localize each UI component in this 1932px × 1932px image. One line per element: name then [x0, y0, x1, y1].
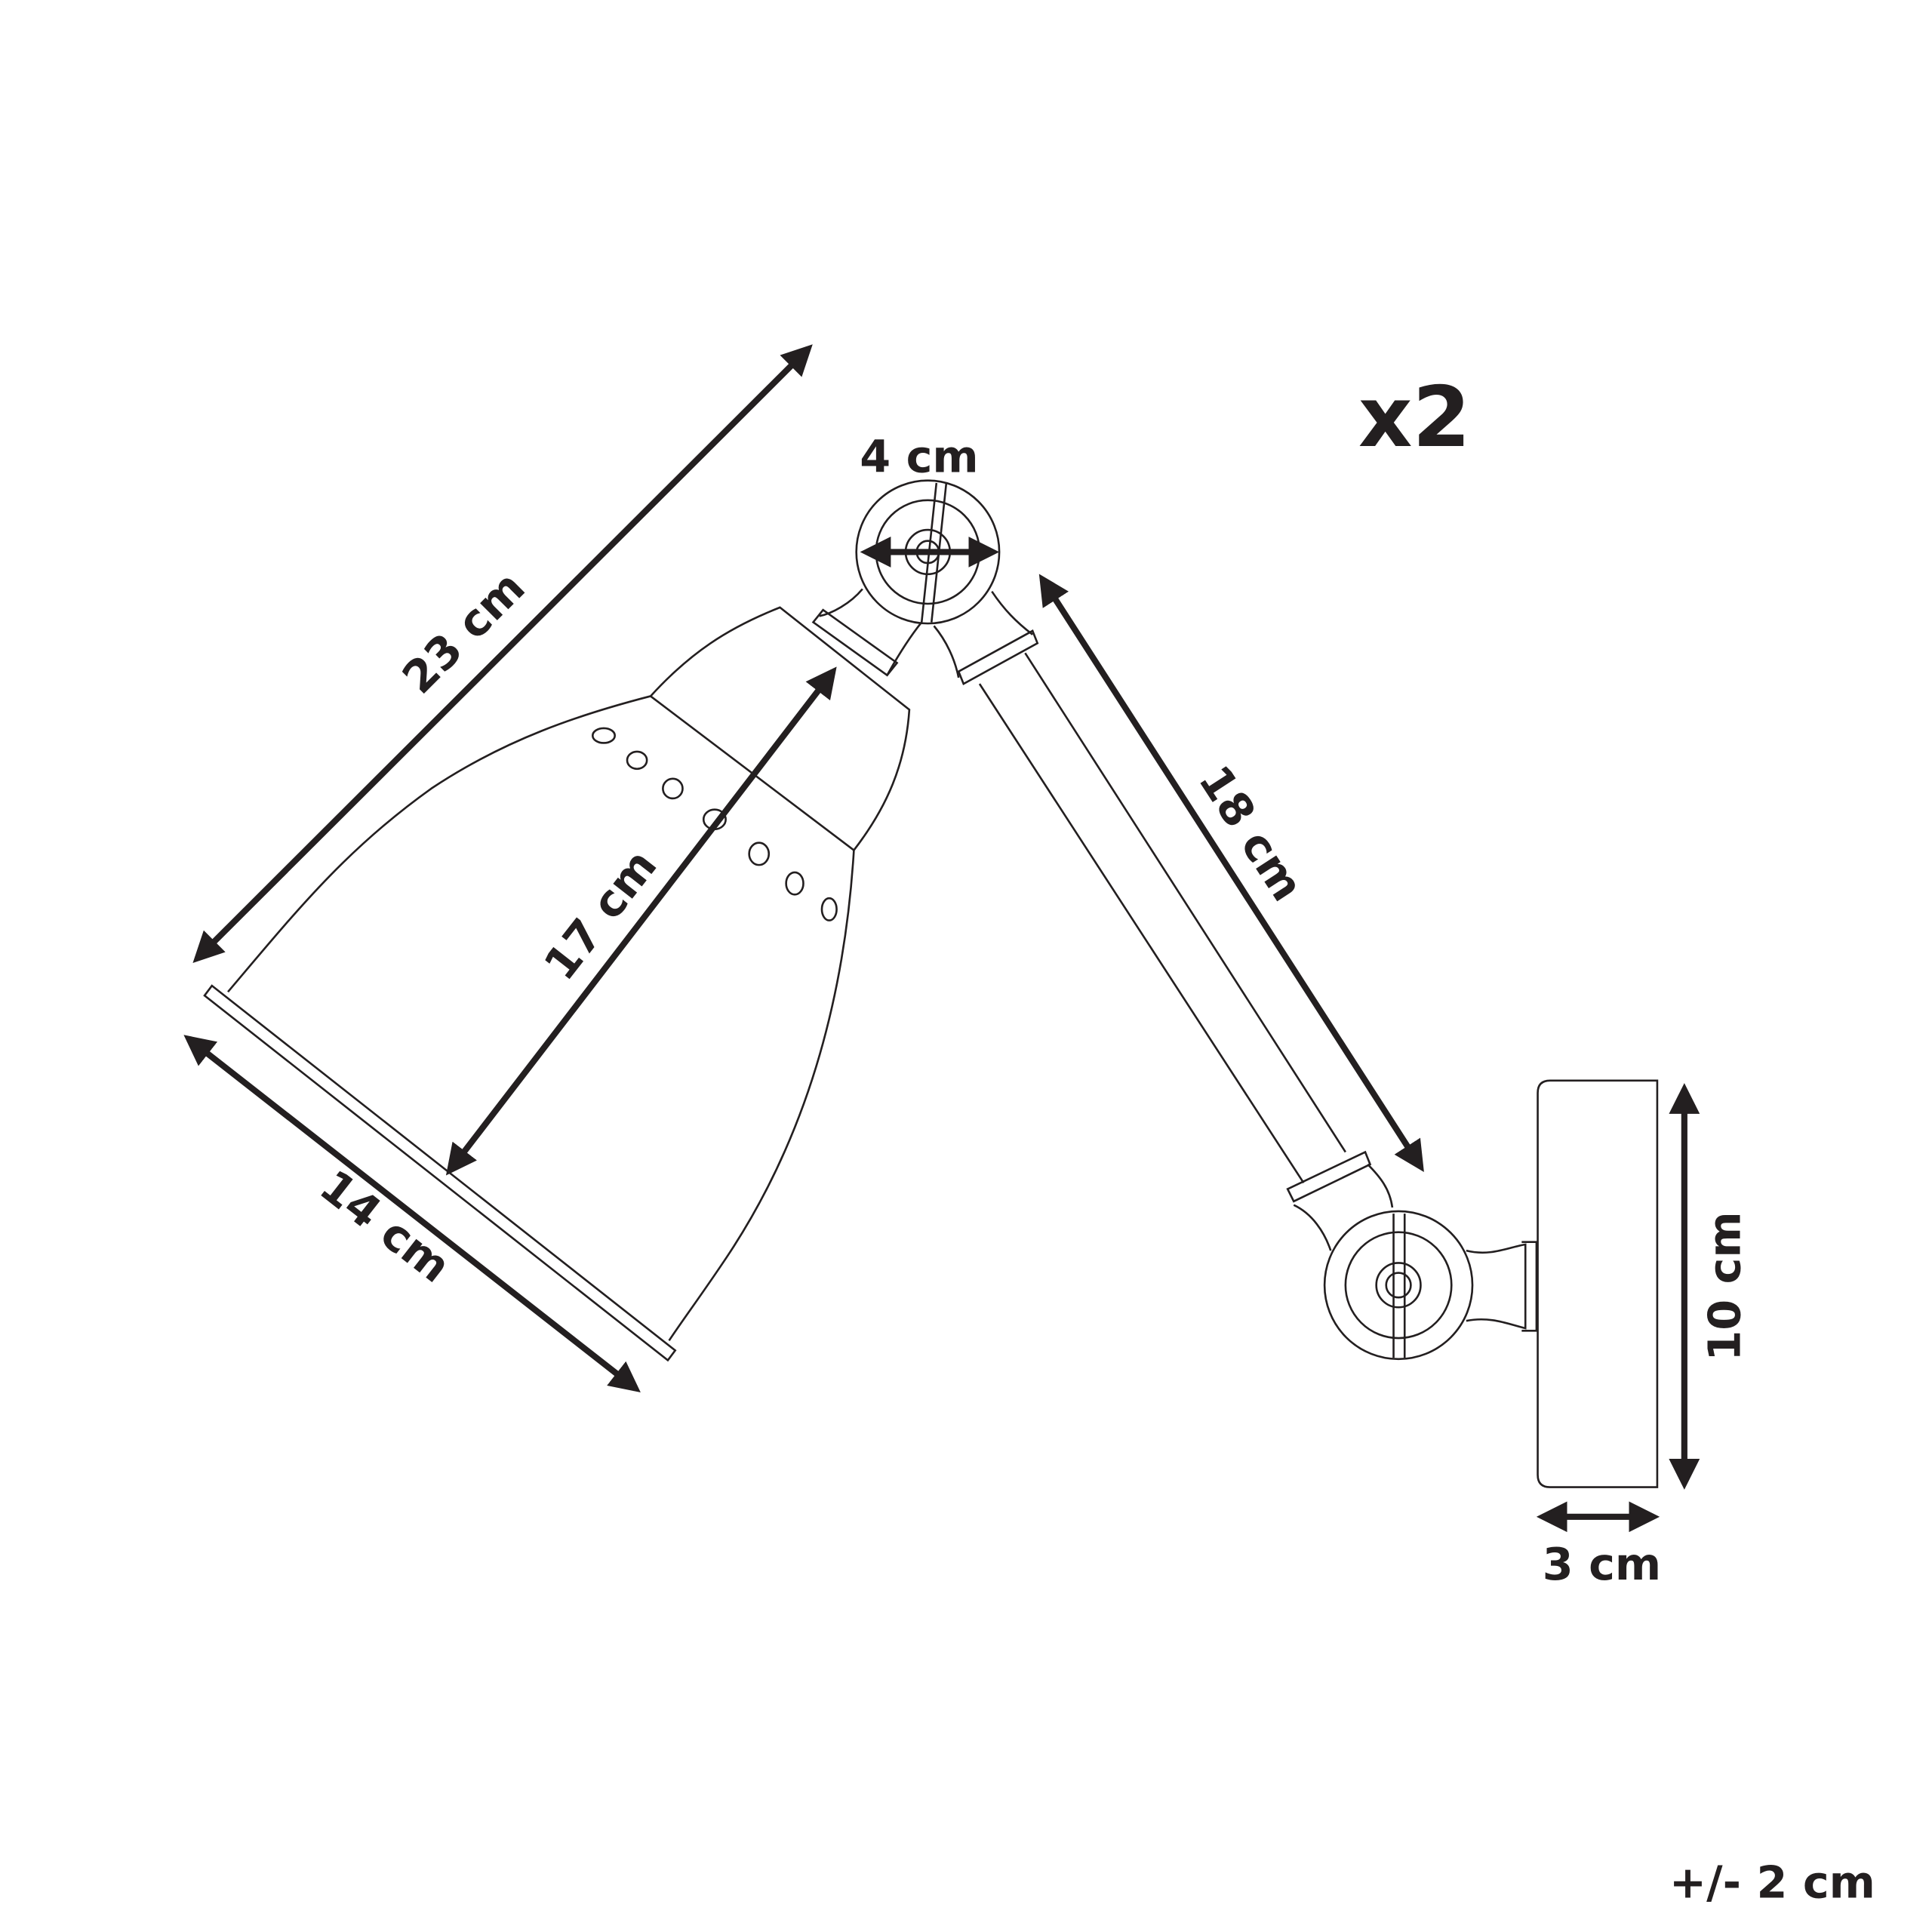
lamp-arm — [957, 629, 1394, 1251]
lower-joint — [1323, 1210, 1538, 1361]
lamp-shade — [203, 606, 911, 1362]
dimension-lines — [183, 344, 1700, 1533]
joint-diameter-label: 4 cm — [860, 430, 978, 482]
base-height-label: 10 cm — [1698, 1211, 1750, 1361]
base-depth-label: 3 cm — [1543, 1538, 1661, 1590]
shade-length-label: 23 cm — [392, 561, 535, 703]
tolerance-label: +/- 2 cm — [1669, 1856, 1875, 1908]
quantity-label: x2 — [1358, 369, 1471, 466]
wall-base — [1537, 1079, 1659, 1488]
